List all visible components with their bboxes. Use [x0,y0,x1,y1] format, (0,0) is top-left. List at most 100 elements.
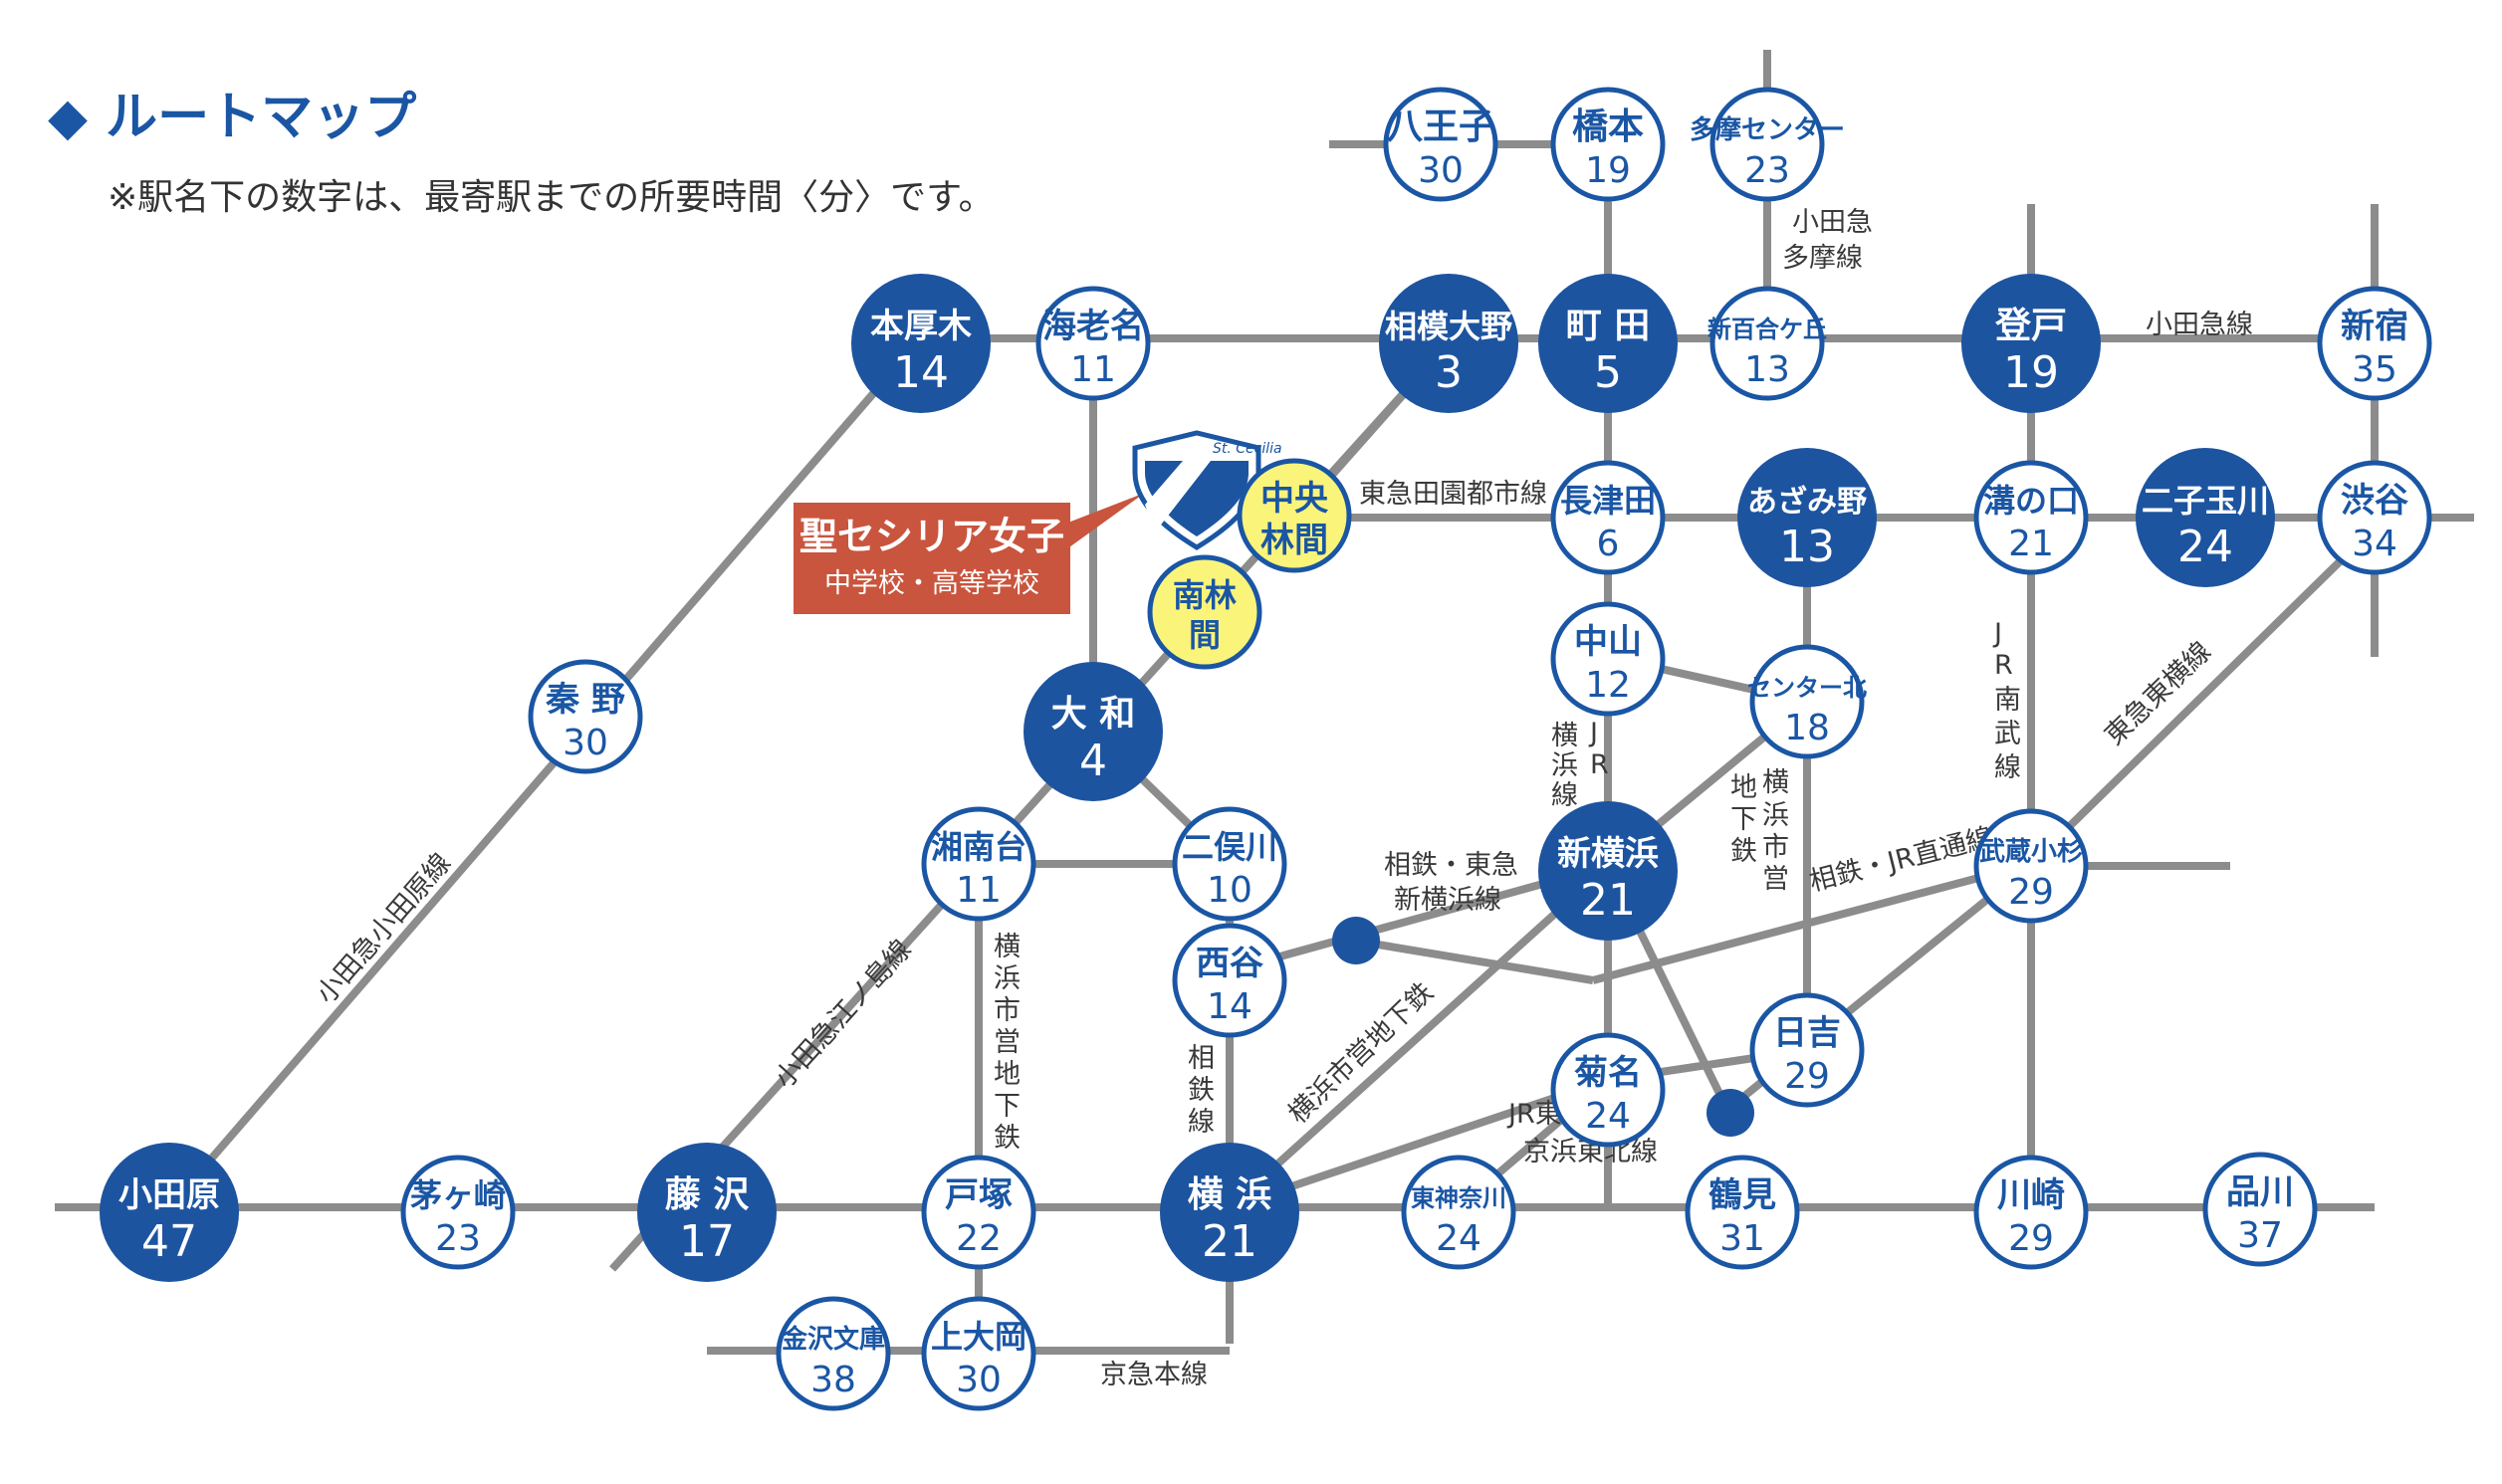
label-subway-diag: 横浜市営地下鉄 [1282,976,1439,1130]
map-note: ※駅名下の数字は、最寄駅までの所要時間〈分〉です。 [108,177,995,218]
station-time: 21 [1202,1216,1257,1267]
station-circle [1172,806,1287,922]
station-time: 19 [2003,347,2059,398]
station-circle [1550,460,1666,575]
label-char: 横 [1762,767,1789,798]
label-char: 地 [1730,772,1757,803]
station-time: 12 [1585,665,1631,706]
station-center-kita[interactable]: センター北 18 [1747,644,1867,759]
station-time: 21 [1580,875,1636,926]
station-yokohama[interactable]: 横 浜21 [1160,1143,1299,1282]
station-time: 3 [1435,347,1463,398]
label-char: 鉄 [1730,836,1757,867]
station-circle [1172,923,1287,1038]
school-name: 聖セシリア女子 [799,515,1064,558]
station-name: 二俣川 [1182,828,1277,866]
label-char: R [1590,749,1609,780]
station-circle [1749,644,1865,759]
station-minami-rinkan[interactable]: 南林間 [1147,554,1262,670]
station-name: 間 [1189,616,1221,654]
label-char: 下 [994,1091,1021,1122]
station-time: 30 [956,1360,1002,1400]
station-name: センター北 [1747,674,1867,702]
label-nanbu: J R 南 武 線 [1992,618,2021,783]
station-name: 上大岡 [931,1318,1026,1356]
station-time: 19 [1585,150,1631,191]
station-time: 37 [2237,1215,2283,1256]
label-char: 市 [994,995,1021,1026]
station-name: 新宿 [2341,307,2408,346]
station-time: 30 [1418,150,1464,191]
station-futamatagawa[interactable]: 二俣川 10 [1172,806,1287,922]
label-char: 市 [1762,832,1789,863]
station-yamato[interactable]: 大 和4 [1024,662,1163,801]
school-logo-text: St. Cecilia [1213,441,1282,457]
station-time: 14 [893,347,949,398]
label-char: 鉄 [994,1123,1021,1154]
station-hadano[interactable]: 秦 野30 [528,659,643,774]
station-time: 4 [1079,736,1107,786]
station-time: 5 [1594,347,1622,398]
station-circle [921,1155,1036,1270]
callout-pointer [1055,493,1145,557]
station-circle [1737,448,1877,587]
school-callout[interactable]: 聖セシリア女子 中学校・高等学校 [794,493,1145,614]
station-name: 南林 [1173,576,1237,614]
station-name: 戸塚 [945,1175,1013,1215]
station-fujisawa[interactable]: 藤 沢17 [637,1143,777,1282]
station-time: 11 [956,870,1002,911]
station-name: 日吉 [1773,1013,1841,1053]
station-circle [637,1143,777,1282]
label-char: 営 [1762,864,1789,895]
station-circle [921,806,1036,922]
label-char: J [1992,618,2002,649]
station-name: 中山 [1574,622,1642,662]
station-name: 新横浜 [1557,834,1659,874]
station-time: 47 [141,1216,197,1267]
station-time: 18 [1784,708,1830,748]
station-circle [1550,87,1666,202]
label-char: 線 [1551,780,1578,811]
station-time: 29 [2008,1218,2054,1259]
station-time: 13 [1779,522,1835,572]
station-name: 菊名 [1574,1053,1642,1093]
station-name: 茅ヶ崎 [410,1176,506,1214]
station-machida[interactable]: 町 田5 [1538,274,1678,413]
station-name: あざみ野 [1747,485,1867,520]
station-name: 小田原 [118,1175,220,1215]
station-kamiooka[interactable]: 上大岡 30 [921,1296,1036,1411]
station-time: 11 [1070,349,1116,390]
station-time: 10 [1207,870,1252,911]
